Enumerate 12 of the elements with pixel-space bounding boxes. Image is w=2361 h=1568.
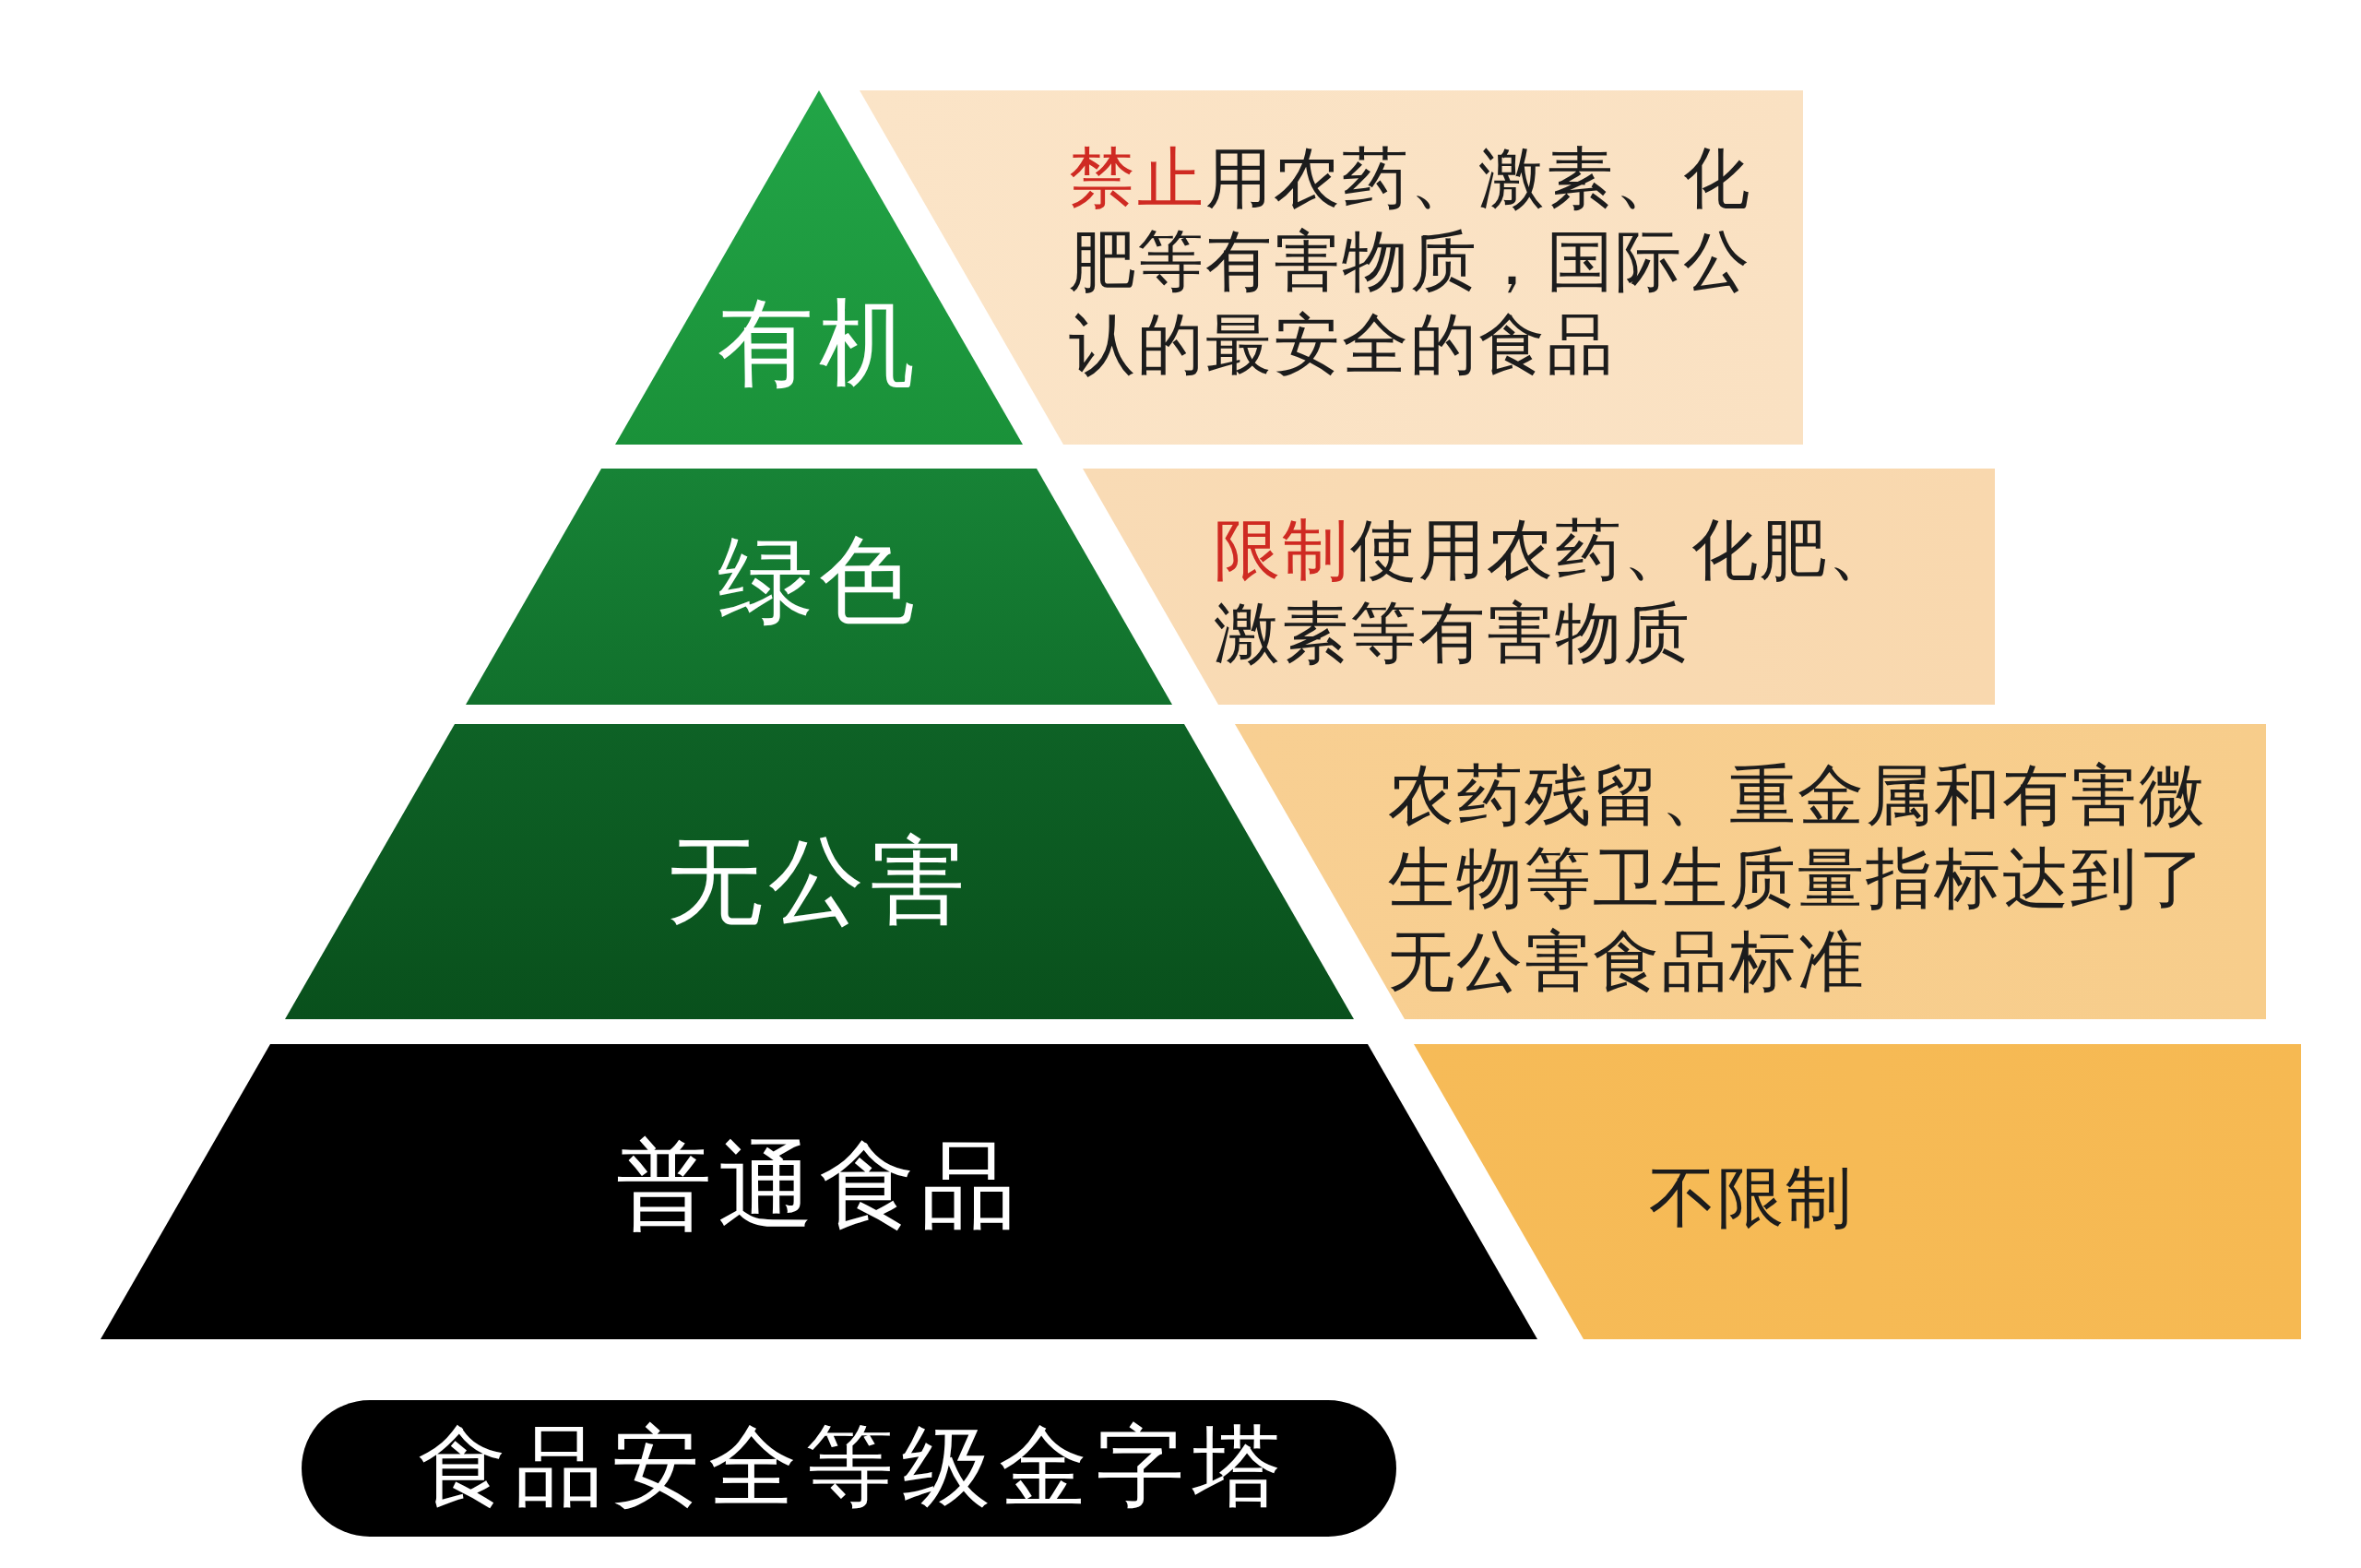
tier-label: 普通食品 (616, 1128, 1022, 1243)
description-text: 不限制 (1649, 1158, 1854, 1238)
description-text: 禁止用农药、激素、化肥等有害物质，国际公认的最安全的食品 (1069, 138, 1752, 385)
tier-label: 无公害 (667, 824, 971, 939)
description-text: 农药残留、重金属和有害微生物等卫生质量指标达到了无公害食品标准 (1388, 755, 2208, 1002)
description-panel (1414, 1044, 2301, 1339)
description-text: 限制使用农药、化肥、激素等有害物质 (1214, 510, 1897, 673)
tier-label: 有机 (718, 286, 920, 401)
description-panel (1235, 724, 2266, 1019)
title-banner: 食品安全等级金字塔 (302, 1400, 1396, 1537)
description-panel (1083, 469, 1995, 705)
tier-label: 绿色 (718, 523, 920, 638)
